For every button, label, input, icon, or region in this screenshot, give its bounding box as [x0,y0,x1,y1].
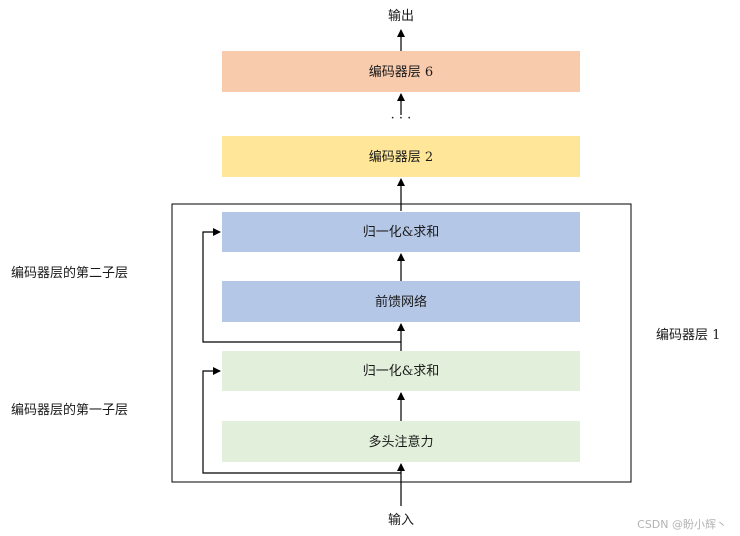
feed-forward-box [222,281,580,322]
encoder-layer-6-box [222,51,580,92]
first-sublayer-norm-label: 归一化&求和 [363,364,440,379]
multi-head-attention-box [222,421,580,462]
residual-arrow-second-sublayer [202,228,401,343]
input-label: 输入 [388,512,414,528]
output-label: 输出 [388,8,414,24]
multi-head-attention-label: 多头注意力 [368,434,433,450]
watermark: CSDN @盼小辉丶 [637,518,727,531]
second-sublayer-norm-box [222,212,580,252]
second-sublayer-label: 编码器层的第二子层 [11,265,128,281]
first-sublayer-label: 编码器层的第一子层 [11,402,128,418]
ellipsis: · · · [391,111,412,126]
residual-arrow-first-sublayer [202,367,401,474]
second-sublayer-norm-label: 归一化&求和 [363,225,440,240]
encoder-layer-1-label: 编码器层 1 [656,328,720,343]
encoder-layer-2-label: 编码器层 2 [369,150,433,165]
first-sublayer-norm-box [222,351,580,391]
feed-forward-label: 前馈网络 [375,294,427,310]
encoder-layer-6-label: 编码器层 6 [369,65,433,80]
encoder-layer-2-box [222,136,580,177]
